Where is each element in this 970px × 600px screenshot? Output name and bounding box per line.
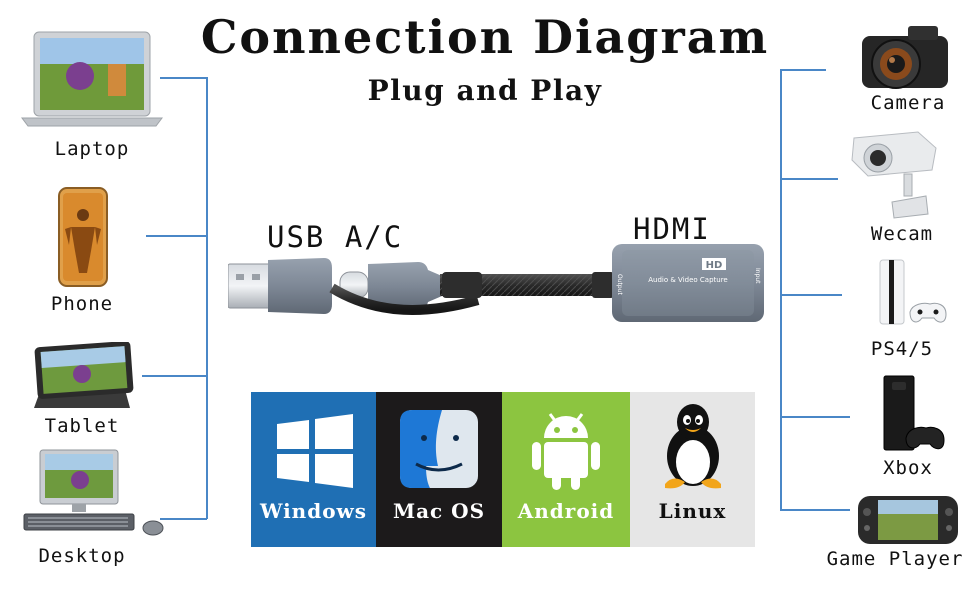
device-label-camera: Camera bbox=[870, 92, 946, 114]
os-tile-linux: Linux bbox=[630, 392, 755, 547]
phone-icon bbox=[58, 187, 108, 287]
handheld-device bbox=[856, 494, 960, 546]
laptop-device bbox=[20, 30, 164, 130]
hdmi-label: HDMI bbox=[633, 212, 711, 246]
right-connector-webcam bbox=[780, 178, 838, 180]
os-label-macos: Mac OS bbox=[392, 499, 486, 523]
tablet-icon bbox=[34, 342, 134, 408]
card-side-text-right: Input bbox=[754, 268, 761, 284]
device-label-webcam: Wecam bbox=[870, 223, 934, 245]
capture-device-illustration: HD Audio & Video Capture Output Input bbox=[228, 244, 764, 322]
console-device bbox=[876, 258, 948, 328]
left-connector-laptop bbox=[160, 77, 207, 79]
android-robot-icon bbox=[532, 413, 600, 490]
console-icon bbox=[879, 259, 947, 325]
device-label-phone: Phone bbox=[50, 293, 114, 315]
desktop-icon bbox=[23, 449, 164, 536]
right-connector-handheld bbox=[780, 509, 850, 511]
usb-label: USB A/C bbox=[267, 220, 404, 254]
right-connector-camera bbox=[780, 69, 826, 71]
os-label-linux: Linux bbox=[658, 499, 727, 523]
camera-device bbox=[858, 22, 954, 92]
laptop-icon bbox=[21, 31, 163, 127]
macos-finder-icon bbox=[400, 410, 478, 488]
left-connector-desktop bbox=[160, 518, 207, 520]
desktop-device bbox=[18, 448, 168, 538]
right-connector-xbox bbox=[780, 416, 850, 418]
page-subtitle: Plug and Play bbox=[367, 74, 603, 107]
device-label-desktop: Desktop bbox=[38, 545, 126, 567]
left-connector-vertical bbox=[206, 77, 208, 519]
tablet-device bbox=[26, 342, 138, 412]
camera-icon bbox=[862, 26, 948, 89]
card-badge: HD bbox=[706, 260, 723, 271]
xbox-device bbox=[876, 374, 946, 454]
os-label-android: Android bbox=[517, 499, 615, 523]
device-label-game-player: Game Player bbox=[826, 548, 964, 570]
linux-tux-icon bbox=[664, 404, 721, 489]
device-label-xbox: Xbox bbox=[883, 457, 933, 479]
device-label-laptop: Laptop bbox=[54, 138, 130, 160]
device-label-ps: PS4/5 bbox=[870, 338, 934, 360]
right-connector-vertical bbox=[780, 69, 782, 510]
os-label-windows: Windows bbox=[259, 499, 368, 523]
usb-capture-cable: HD Audio & Video Capture Output Input bbox=[228, 238, 778, 328]
card-caption: Audio & Video Capture bbox=[648, 276, 727, 284]
os-tile-windows: Windows bbox=[251, 392, 376, 547]
os-tile-macos: Mac OS bbox=[376, 392, 502, 547]
handheld-console-icon bbox=[858, 496, 958, 544]
phone-device bbox=[57, 187, 109, 287]
left-connector-phone bbox=[146, 235, 207, 237]
webcam-device bbox=[848, 126, 940, 220]
os-tile-android: Android bbox=[502, 392, 630, 547]
xbox-icon bbox=[883, 375, 945, 451]
card-side-text-left: Output bbox=[616, 274, 623, 295]
device-label-tablet: Tablet bbox=[44, 415, 120, 437]
left-connector-tablet bbox=[142, 375, 207, 377]
page-title: Connection Diagram bbox=[200, 10, 770, 64]
webcam-icon bbox=[851, 131, 937, 219]
right-connector-console bbox=[780, 294, 842, 296]
windows-logo-icon bbox=[276, 414, 353, 488]
